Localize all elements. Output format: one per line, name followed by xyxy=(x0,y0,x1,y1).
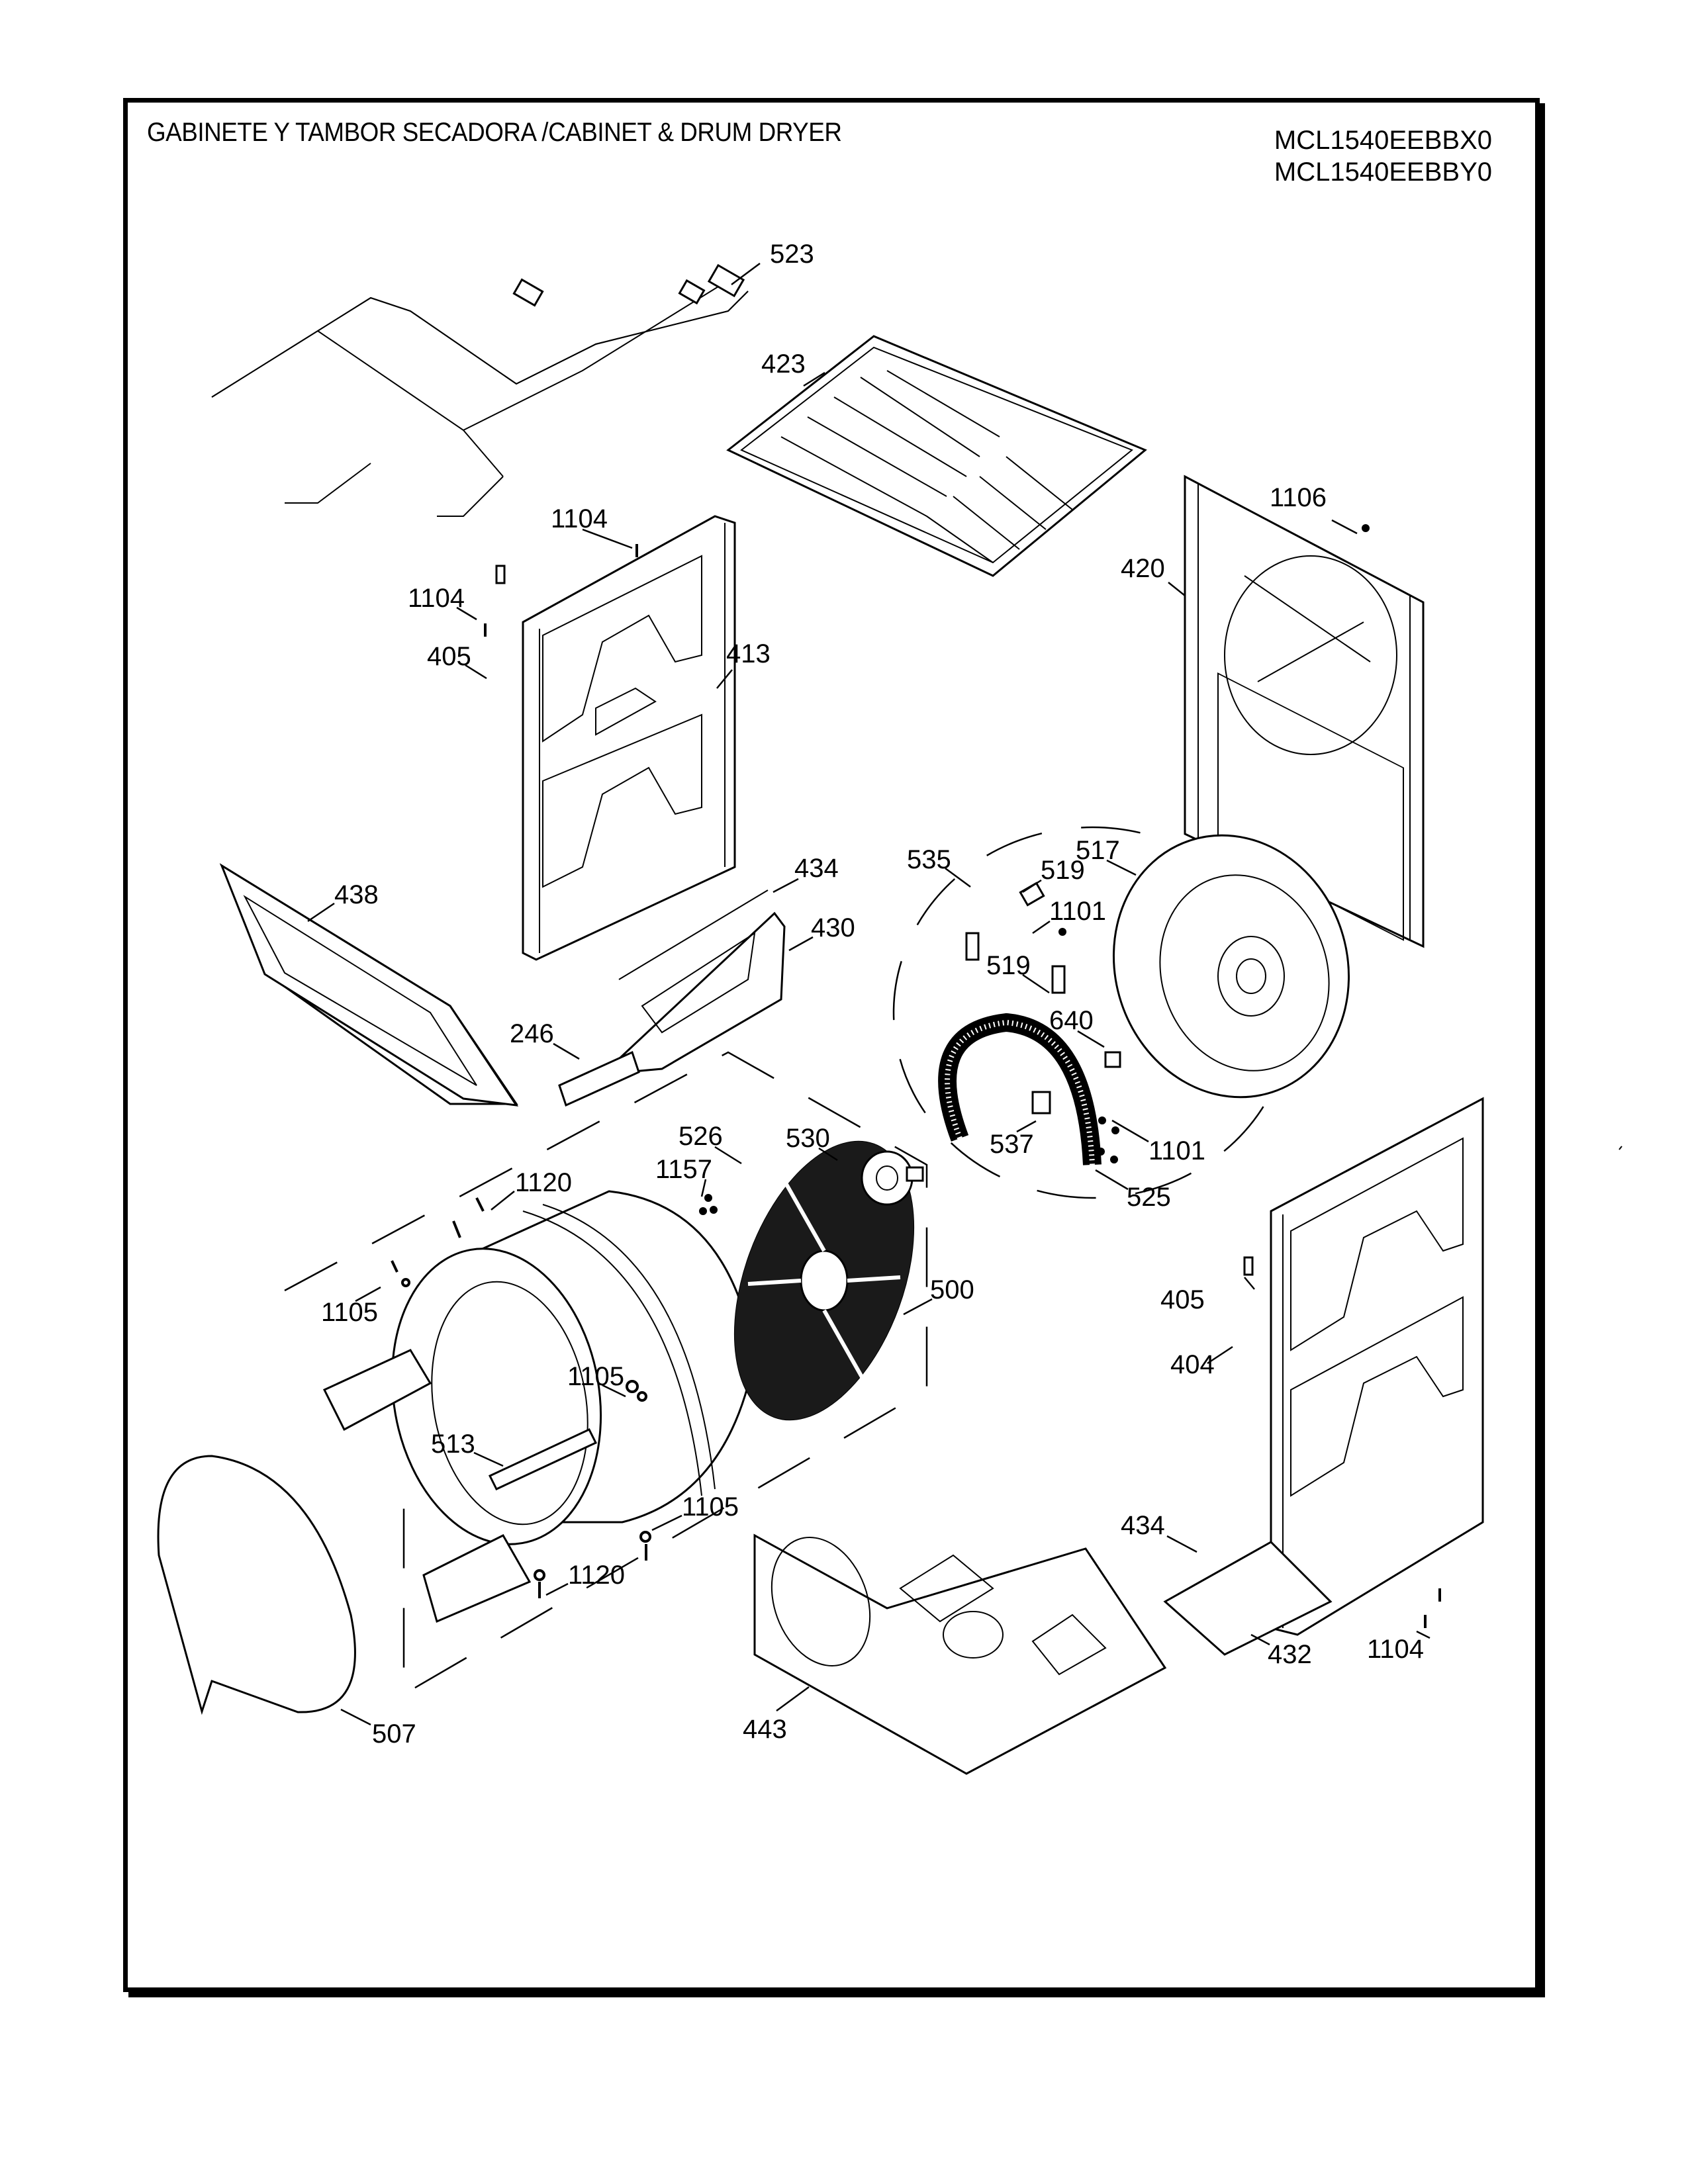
rear-bulkhead xyxy=(1163,1541,1333,1656)
baffle xyxy=(422,1534,532,1623)
callout-404: 404 xyxy=(1170,1350,1215,1379)
callout-1120: 1120 xyxy=(515,1168,572,1197)
leader-lines xyxy=(307,262,1430,1726)
callout-405: 405 xyxy=(1160,1285,1205,1314)
callout-246: 246 xyxy=(510,1019,554,1048)
front-bulkhead xyxy=(618,889,786,1073)
top-panel xyxy=(726,335,1147,577)
right-side-panel xyxy=(1270,1097,1484,1636)
page-title: GABINETE Y TAMBOR SECADORA /CABINET & DR… xyxy=(147,118,842,147)
hinge-bracket xyxy=(495,565,506,584)
heater-element xyxy=(938,1013,1102,1165)
callout-432: 432 xyxy=(1268,1640,1312,1669)
front-panel xyxy=(219,863,519,1107)
callout-517: 517 xyxy=(1076,836,1120,865)
bearing xyxy=(861,1150,924,1206)
left-side-panel xyxy=(522,515,736,961)
drum-group-outline xyxy=(284,1051,928,1696)
callout-434: 434 xyxy=(794,854,839,883)
base xyxy=(753,1533,1167,1775)
thermostat xyxy=(1031,1091,1051,1115)
baffle xyxy=(488,1428,598,1490)
callout-519: 519 xyxy=(986,951,1031,980)
model-numbers: MCL1540EEBBX0 MCL1540EEBBY0 xyxy=(1274,124,1492,188)
callout-413: 413 xyxy=(726,639,771,668)
callout-labels: 523 423 1104 1104 405 413 1106 420 438 4… xyxy=(321,240,1424,1749)
callout-1101: 1101 xyxy=(1049,897,1106,926)
callout-525: 525 xyxy=(1127,1183,1171,1212)
callout-537: 537 xyxy=(990,1130,1034,1159)
callout-1105: 1105 xyxy=(567,1362,624,1391)
callout-1104: 1104 xyxy=(1367,1635,1424,1664)
hinge-bracket xyxy=(1243,1256,1254,1276)
callout-523: 523 xyxy=(770,240,814,269)
callout-434: 434 xyxy=(1121,1511,1165,1540)
screws xyxy=(391,524,1441,1628)
callout-640: 640 xyxy=(1049,1006,1094,1035)
clip xyxy=(1051,965,1066,994)
callout-513: 513 xyxy=(431,1430,475,1459)
callout-526: 526 xyxy=(679,1122,723,1151)
callout-1104: 1104 xyxy=(408,584,465,613)
callout-500: 500 xyxy=(930,1275,974,1304)
wire-harness xyxy=(211,263,749,517)
callout-1104: 1104 xyxy=(551,504,608,533)
callout-430: 430 xyxy=(811,913,855,942)
callout-423: 423 xyxy=(761,349,806,379)
callout-405: 405 xyxy=(427,642,471,671)
sensor xyxy=(1104,1051,1121,1068)
callout-530: 530 xyxy=(786,1124,830,1153)
model-number: MCL1540EEBBX0 xyxy=(1274,126,1492,155)
drum-front xyxy=(157,1455,356,1715)
model-number: MCL1540EEBBY0 xyxy=(1274,158,1492,187)
bracket xyxy=(558,1050,640,1107)
callout-1101: 1101 xyxy=(1149,1136,1205,1165)
callout-1105: 1105 xyxy=(682,1492,739,1522)
callout-1106: 1106 xyxy=(1270,483,1327,512)
rear-drum-panel xyxy=(733,1140,915,1421)
callout-438: 438 xyxy=(334,880,379,909)
rear-duct xyxy=(1112,834,1350,1099)
callout-519: 519 xyxy=(1041,856,1085,885)
clip xyxy=(965,932,980,961)
callout-1157: 1157 xyxy=(655,1155,712,1184)
stray-mark xyxy=(1618,1146,1622,1150)
drum xyxy=(391,1190,756,1545)
callout-1105: 1105 xyxy=(321,1298,378,1327)
callout-1120: 1120 xyxy=(568,1561,625,1590)
callout-507: 507 xyxy=(372,1719,416,1749)
back-panel xyxy=(1184,475,1425,948)
callout-535: 535 xyxy=(907,845,951,874)
callout-420: 420 xyxy=(1121,554,1165,583)
baffle xyxy=(322,1349,432,1432)
callout-443: 443 xyxy=(743,1715,787,1744)
